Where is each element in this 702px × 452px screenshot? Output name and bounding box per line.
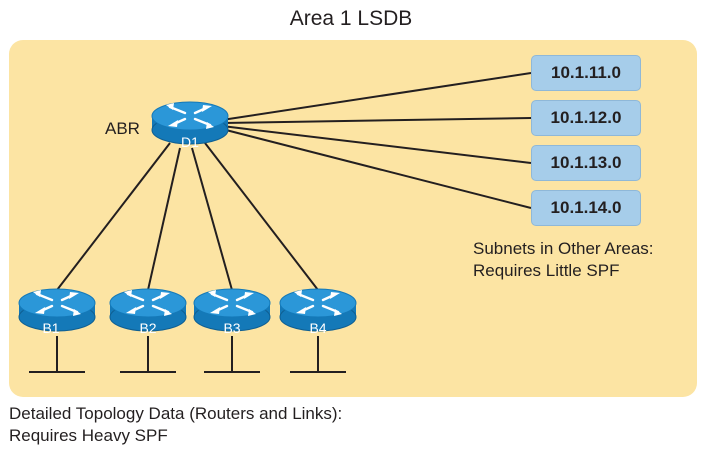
router-b4: B4 bbox=[278, 287, 358, 336]
router-b2: B2 bbox=[108, 287, 188, 336]
link-d1-subnet-2 bbox=[221, 117, 532, 124]
link-d1-b4 bbox=[204, 142, 319, 291]
router-d1: D1 bbox=[150, 100, 230, 150]
link-d1-b2 bbox=[147, 147, 181, 291]
subnet-box-3: 10.1.13.0 bbox=[531, 145, 641, 181]
link-d1-subnet-4 bbox=[221, 128, 532, 209]
subnet-box-1: 10.1.11.0 bbox=[531, 55, 641, 91]
subnets-note: Subnets in Other Areas: Requires Little … bbox=[473, 238, 654, 282]
subnet-links bbox=[221, 72, 532, 209]
topology-note-line-2: Requires Heavy SPF bbox=[9, 426, 168, 445]
topology-note: Detailed Topology Data (Routers and Link… bbox=[9, 403, 342, 447]
subnet-box-4: 10.1.14.0 bbox=[531, 190, 641, 226]
diagram-title: Area 1 LSDB bbox=[289, 7, 413, 30]
router-links bbox=[56, 142, 319, 291]
topology-note-line-1: Detailed Topology Data (Routers and Link… bbox=[9, 404, 343, 423]
link-d1-subnet-3 bbox=[221, 125, 532, 164]
link-d1-subnet-1 bbox=[221, 72, 532, 121]
router-b1: B1 bbox=[17, 287, 97, 336]
router-d1-label: D1 bbox=[181, 134, 199, 150]
router-b4-label: B4 bbox=[309, 320, 326, 336]
lan-segments bbox=[29, 336, 346, 373]
router-b2-label: B2 bbox=[139, 320, 156, 336]
abr-label: ABR bbox=[105, 119, 140, 138]
link-d1-b1 bbox=[56, 142, 171, 291]
link-d1-b3 bbox=[191, 147, 233, 291]
router-b3-label: B3 bbox=[223, 320, 240, 336]
router-b3: B3 bbox=[192, 287, 272, 336]
router-b1-label: B1 bbox=[42, 320, 59, 336]
subnets-note-line-2: Requires Little SPF bbox=[473, 261, 620, 280]
subnets-note-line-1: Subnets in Other Areas: bbox=[473, 239, 654, 258]
subnet-box-2: 10.1.12.0 bbox=[531, 100, 641, 136]
